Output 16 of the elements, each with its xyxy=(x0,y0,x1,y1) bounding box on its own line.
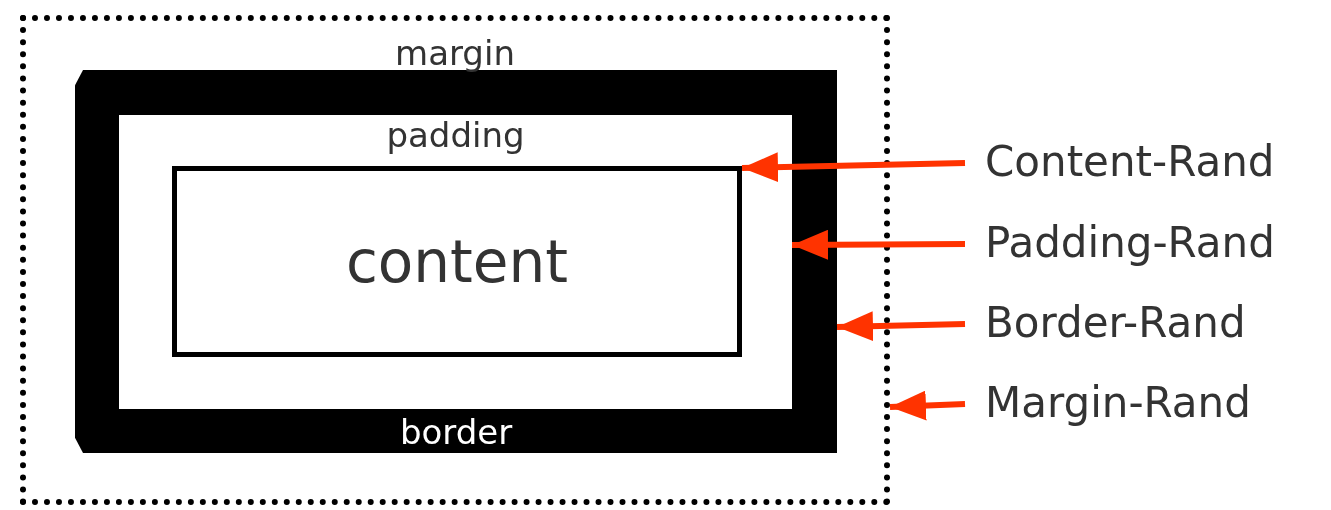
callout-label: Border-Rand xyxy=(985,300,1246,346)
callout-label: Margin-Rand xyxy=(985,380,1251,426)
margin-box xyxy=(20,15,890,505)
arrow xyxy=(791,229,966,260)
box-label: content xyxy=(345,226,569,297)
callout-label: Content-Rand xyxy=(985,139,1275,185)
arrow xyxy=(889,390,966,421)
box-label: margin xyxy=(395,33,515,74)
box-label: padding xyxy=(386,115,525,156)
content-box xyxy=(172,166,742,357)
box-label: border xyxy=(399,412,513,453)
padding-box xyxy=(119,115,792,409)
arrow xyxy=(836,311,966,342)
callout-label: Padding-Rand xyxy=(985,220,1275,266)
arrow xyxy=(741,152,966,183)
border-box xyxy=(75,70,837,453)
